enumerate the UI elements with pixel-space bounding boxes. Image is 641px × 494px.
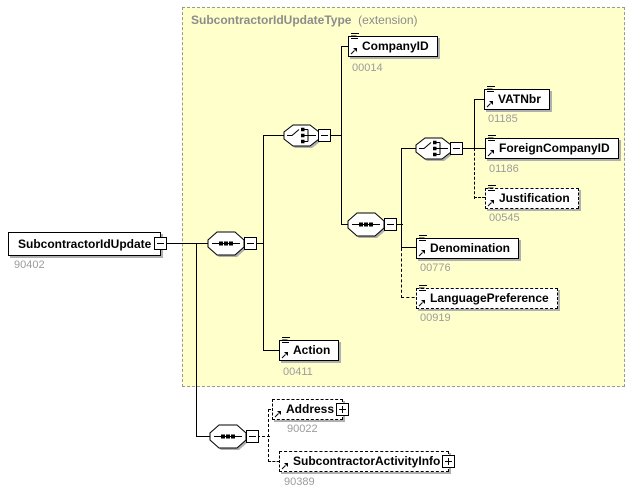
reference-arrow-icon: [487, 150, 494, 157]
element-box-denomination[interactable]: Denomination: [416, 235, 519, 259]
element-box-justification[interactable]: Justification: [485, 185, 579, 209]
connector: [140, 243, 214, 244]
connector-optional: [401, 297, 420, 298]
reference-arrow-icon: [418, 300, 425, 307]
connector: [474, 99, 475, 149]
choice-icon[interactable]: [415, 135, 453, 163]
element-box-subcontractoractivityinfo[interactable]: SubcontractorActivityInfo: [279, 451, 456, 472]
reference-arrow-icon: [487, 200, 494, 207]
collapse-toggle-icon[interactable]: [384, 218, 397, 231]
element-box-languagepreference[interactable]: LanguagePreference: [416, 285, 558, 309]
connector: [196, 243, 197, 437]
element-code: 00919: [420, 312, 451, 324]
element-name: Justification: [499, 191, 570, 205]
element-code: 00014: [352, 62, 383, 74]
content-lines-icon: [351, 33, 359, 39]
collapse-toggle-icon[interactable]: [450, 142, 463, 155]
content-lines-icon: [488, 185, 496, 191]
element-box-address[interactable]: Address: [272, 399, 350, 420]
element-box-action[interactable]: Action: [279, 337, 340, 361]
element-box-companyid[interactable]: CompanyID: [348, 33, 438, 57]
element-code: 90402: [14, 259, 45, 271]
element-name: VATNbr: [498, 92, 541, 106]
element-code: 90022: [287, 423, 318, 435]
extension-type-title: SubcontractorIdUpdateType (extension): [191, 13, 418, 27]
reference-arrow-icon: [281, 352, 288, 359]
connector-optional: [474, 148, 475, 199]
element-name: Action: [293, 343, 331, 357]
reference-arrow-icon: [350, 48, 357, 55]
sequence-icon[interactable]: [346, 211, 386, 241]
content-lines-icon: [487, 86, 495, 92]
connector: [401, 148, 423, 149]
element-code: 00545: [489, 212, 520, 224]
element-code: 01186: [489, 163, 519, 175]
reference-arrow-icon: [486, 101, 493, 108]
connector: [263, 135, 264, 351]
connector: [401, 148, 402, 248]
connector-optional: [252, 436, 270, 437]
collapse-toggle-icon[interactable]: [318, 129, 331, 142]
connector-optional: [401, 248, 402, 298]
element-name: ForeignCompanyID: [499, 141, 610, 155]
expand-toggle-icon[interactable]: [442, 454, 456, 468]
connector: [341, 46, 342, 225]
connector: [263, 135, 290, 136]
type-name: SubcontractorIdUpdateType: [191, 13, 352, 27]
content-lines-icon: [282, 337, 290, 343]
choice-icon[interactable]: [283, 122, 321, 150]
element-box-vatnbr[interactable]: VATNbr: [484, 86, 550, 110]
sequence-icon[interactable]: [206, 230, 246, 260]
connector-optional: [268, 409, 269, 462]
connector-optional: [268, 461, 284, 462]
connector: [263, 350, 285, 351]
element-code: 00776: [420, 262, 451, 274]
reference-arrow-icon: [281, 463, 288, 470]
element-code: 00411: [283, 366, 313, 378]
connector: [250, 243, 264, 244]
connector: [474, 99, 489, 100]
element-box-foreigncompanyid[interactable]: ForeignCompanyID: [485, 135, 619, 159]
connector: [401, 247, 421, 248]
element-name: CompanyID: [362, 39, 429, 53]
content-lines-icon: [419, 235, 427, 241]
element-name: Denomination: [430, 241, 510, 255]
collapse-toggle-icon[interactable]: [246, 430, 259, 443]
collapse-toggle-icon[interactable]: [244, 237, 257, 250]
element-code: 01185: [488, 113, 518, 125]
element-name: Address: [286, 402, 335, 416]
connector: [196, 436, 216, 437]
element-code: 90389: [284, 476, 315, 488]
element-name: SubcontractorIdUpdate: [18, 237, 152, 251]
collapse-toggle-icon[interactable]: [154, 237, 168, 250]
connector: [324, 135, 342, 136]
element-name: SubcontractorActivityInfo: [293, 454, 441, 468]
type-annotation-text: (extension): [358, 13, 418, 27]
expand-toggle-icon[interactable]: [336, 402, 350, 416]
content-lines-icon: [419, 285, 427, 291]
reference-arrow-icon: [274, 411, 281, 418]
connector-optional: [474, 197, 489, 198]
reference-arrow-icon: [418, 250, 425, 257]
connector: [341, 46, 353, 47]
element-box-subcontractoridupdate[interactable]: SubcontractorIdUpdate: [8, 232, 168, 256]
connector: [456, 148, 489, 149]
content-lines-icon: [488, 135, 496, 141]
sequence-icon[interactable]: [208, 423, 248, 453]
element-name: LanguagePreference: [430, 291, 549, 305]
